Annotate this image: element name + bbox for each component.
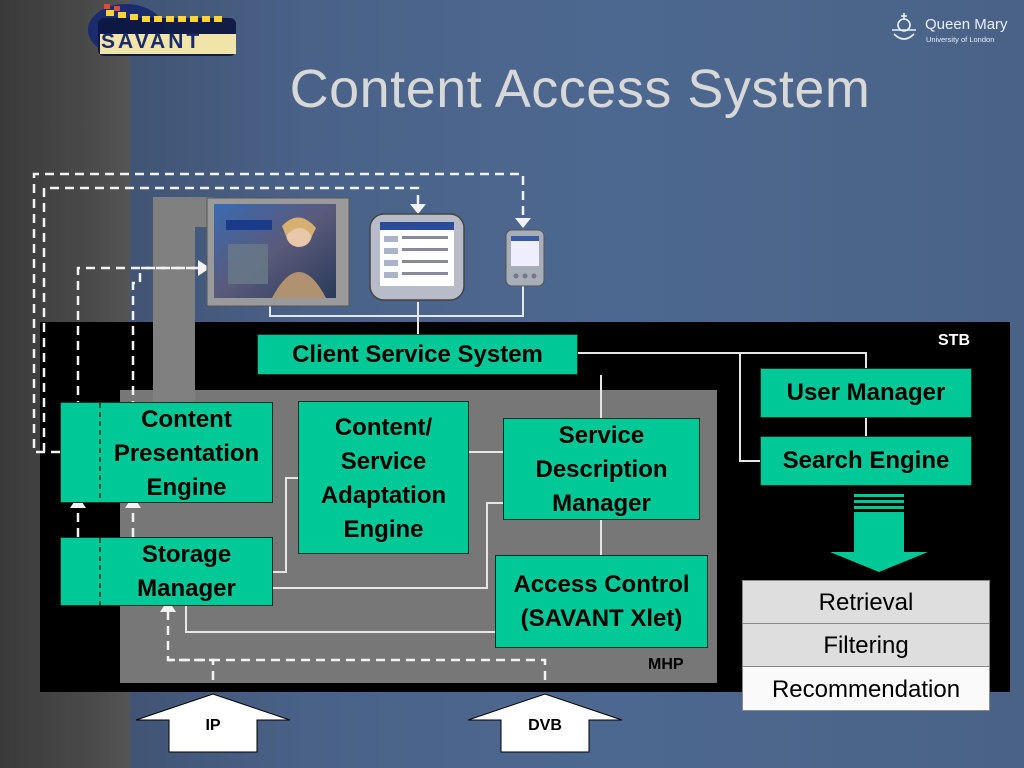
savant-logo bbox=[88, 4, 236, 56]
content-service-adaptation-engine-box[interactable]: Content/ Service Adaptation Engine bbox=[298, 401, 469, 554]
sdm-label-line2: Description bbox=[535, 456, 668, 483]
sdm-label-line3: Manager bbox=[552, 490, 651, 517]
university-name: Queen Mary bbox=[925, 16, 1008, 33]
csae-label-line3: Adaptation bbox=[320, 482, 447, 509]
stb-label: STB bbox=[938, 332, 970, 349]
function-retrieval-label: Retrieval bbox=[818, 589, 914, 616]
access-control-label-line1: Access Control bbox=[513, 571, 690, 598]
search-engine-box[interactable]: Search Engine bbox=[760, 436, 972, 486]
storage-manager-label-line2: Manager bbox=[137, 575, 236, 602]
client-service-system-box[interactable]: Client Service System bbox=[257, 334, 578, 375]
function-filtering[interactable]: Filtering bbox=[742, 623, 990, 667]
storage-manager-box[interactable]: Storage Manager bbox=[60, 537, 273, 606]
function-recommendation[interactable]: Recommendation bbox=[742, 666, 990, 711]
cpe-label-line3: Engine bbox=[146, 474, 227, 501]
client-service-system-label: Client Service System bbox=[292, 341, 543, 368]
user-manager-box[interactable]: User Manager bbox=[760, 368, 972, 418]
cpe-label-line1: Content bbox=[141, 406, 232, 433]
service-description-manager-box[interactable]: Service Description Manager bbox=[503, 418, 700, 520]
content-presentation-engine-box[interactable]: Content Presentation Engine bbox=[60, 402, 273, 503]
access-control-box[interactable]: Access Control (SAVANT Xlet) bbox=[495, 555, 708, 648]
function-recommendation-label: Recommendation bbox=[771, 676, 961, 703]
csae-label-line4: Engine bbox=[343, 516, 424, 543]
csae-label-line1: Content/ bbox=[334, 414, 433, 441]
queen-mary-crest-icon bbox=[892, 13, 916, 40]
csae-label-line2: Service bbox=[340, 448, 427, 475]
function-retrieval[interactable]: Retrieval bbox=[742, 580, 990, 624]
access-control-label-line2: (SAVANT Xlet) bbox=[520, 605, 683, 632]
sdm-label-line1: Service bbox=[558, 422, 645, 449]
page-title: Content Access System bbox=[289, 59, 871, 119]
function-filtering-label: Filtering bbox=[823, 632, 909, 659]
university-subtitle: University of London bbox=[926, 35, 995, 44]
user-manager-label: User Manager bbox=[786, 379, 946, 406]
input-ip-label: IP bbox=[205, 717, 221, 734]
storage-manager-label-line1: Storage bbox=[141, 541, 232, 568]
cpe-label-line2: Presentation bbox=[113, 440, 260, 467]
search-engine-label: Search Engine bbox=[782, 447, 950, 474]
savant-logo-text: SAVANT bbox=[101, 30, 203, 53]
mhp-label: MHP bbox=[648, 656, 684, 673]
input-dvb-label: DVB bbox=[528, 717, 562, 734]
